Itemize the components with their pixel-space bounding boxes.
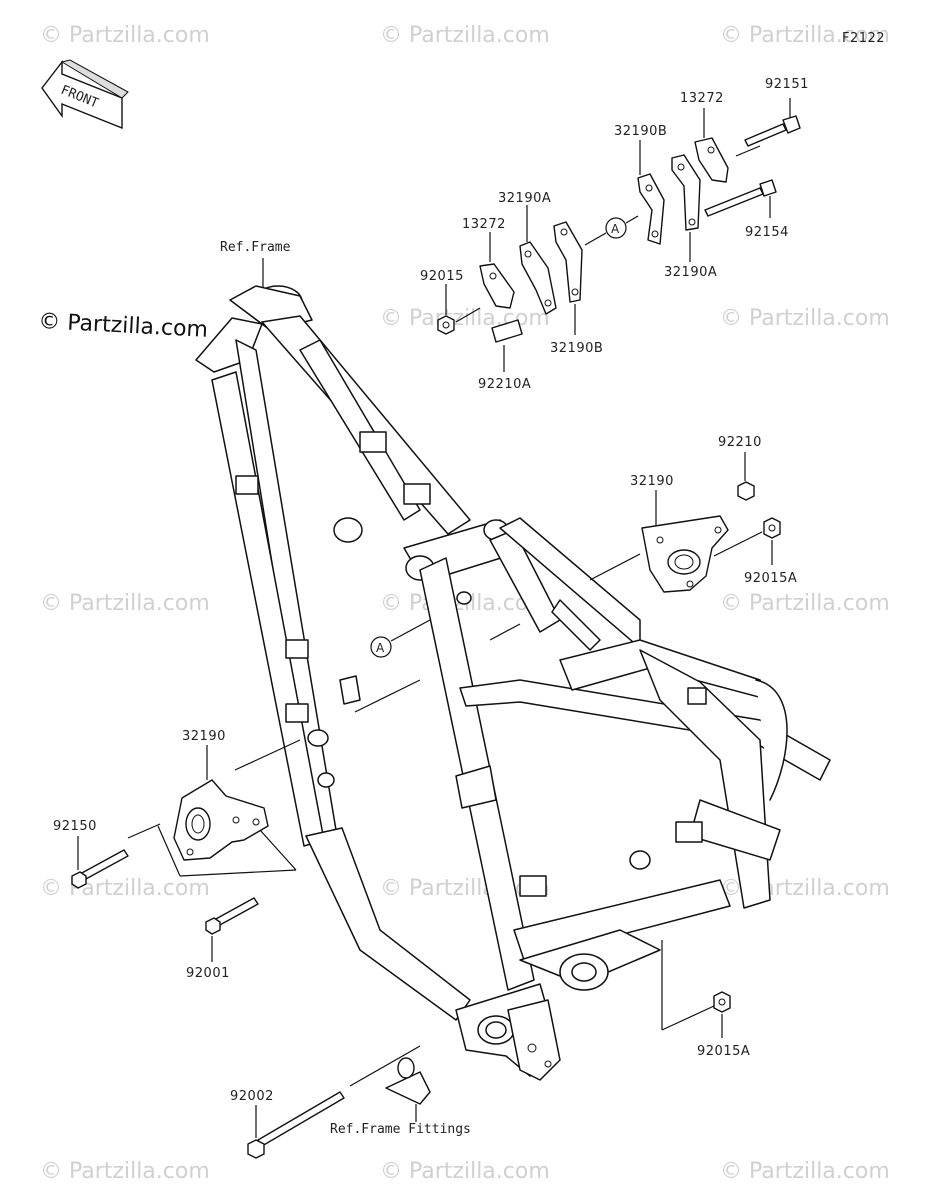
watermark: © Partzilla.com — [40, 23, 210, 48]
watermark: © Partzilla.com — [720, 306, 890, 331]
part-label-92210A: 92210A — [478, 377, 531, 392]
nut-92015A-upper — [763, 517, 781, 539]
part-label-32190-left: 32190 — [182, 729, 226, 744]
front-arrow-icon: FRONT — [41, 59, 129, 130]
frame-fitting-spacer — [385, 1057, 431, 1105]
spacer-92210A — [491, 319, 523, 343]
part-label-92210: 92210 — [718, 435, 762, 450]
part-label-92001: 92001 — [186, 966, 230, 981]
part-label-92002: 92002 — [230, 1089, 274, 1104]
part-label-92151: 92151 — [765, 77, 809, 92]
bracket-32190-left — [173, 779, 269, 861]
nut-92015A-lower — [713, 991, 731, 1013]
watermark-main: © Partzilla.com — [38, 309, 209, 343]
part-label-32190B-top: 32190B — [614, 124, 667, 139]
watermark: © Partzilla.com — [40, 1159, 210, 1184]
bolt-92151 — [735, 98, 801, 157]
ref-frame-fittings-label: Ref.Frame Fittings — [330, 1122, 471, 1137]
ref-frame-label: Ref.Frame — [220, 240, 291, 255]
nut-92210 — [737, 481, 755, 501]
bolt-92154 — [704, 179, 777, 218]
motorcycle-frame — [195, 285, 831, 1081]
watermark: © Partzilla.com — [380, 306, 550, 331]
ref-circle-a-label: A — [376, 641, 385, 655]
part-label-92015A-lower: 92015A — [697, 1044, 750, 1059]
watermark: © Partzilla.com — [380, 1159, 550, 1184]
bracket-32190-right — [641, 515, 729, 593]
watermark: © Partzilla.com — [720, 23, 890, 48]
nut-92015 — [437, 315, 455, 335]
bolt-92150 — [71, 849, 129, 889]
part-label-92015A-upper: 92015A — [744, 571, 797, 586]
watermark: © Partzilla.com — [40, 876, 210, 901]
bolt-92001 — [205, 897, 259, 935]
part-label-13272-top: 13272 — [680, 91, 724, 106]
part-label-92150: 92150 — [53, 819, 97, 834]
bracket-32190B-left — [553, 221, 583, 303]
watermark: © Partzilla.com — [380, 23, 550, 48]
ref-circle-a — [370, 636, 392, 658]
plate-13272-top — [694, 137, 729, 183]
part-label-32190B-left: 32190B — [550, 341, 603, 356]
ref-circle-a — [605, 217, 627, 239]
bracket-32190A-left — [519, 241, 557, 315]
part-label-32190A-right: 32190A — [664, 265, 717, 280]
diagram-code: F2122 — [842, 31, 885, 46]
part-label-92015: 92015 — [420, 269, 464, 284]
part-label-13272-left: 13272 — [462, 217, 506, 232]
part-label-92154: 92154 — [745, 225, 789, 240]
plate-13272-left — [479, 263, 515, 309]
bracket-32190A-right — [671, 154, 701, 231]
watermark: © Partzilla.com — [40, 591, 210, 616]
watermark: © Partzilla.com — [720, 1159, 890, 1184]
part-label-32190A-left: 32190A — [498, 191, 551, 206]
watermark: © Partzilla.com — [720, 591, 890, 616]
part-label-32190-right: 32190 — [630, 474, 674, 489]
ref-circle-a-label: A — [611, 222, 620, 236]
bracket-32190B-top — [637, 173, 665, 245]
watermark-group: © Partzilla.com © Partzilla.com © Partzi… — [40, 23, 890, 1184]
bolt-92002 — [247, 1091, 345, 1159]
